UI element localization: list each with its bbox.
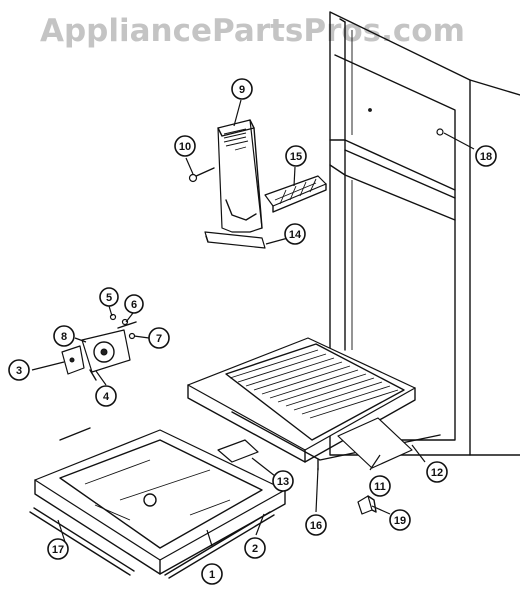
callout-12: 12 bbox=[426, 461, 448, 483]
pad-part-13 bbox=[217, 439, 259, 463]
crisper-cover-part-1 bbox=[34, 429, 286, 575]
svg-text:4: 4 bbox=[103, 391, 110, 403]
callout-5: 5 bbox=[99, 287, 119, 307]
svg-text:15: 15 bbox=[290, 151, 302, 163]
svg-text:12: 12 bbox=[431, 467, 443, 479]
screw-part-10 bbox=[188, 167, 215, 183]
svg-text:11: 11 bbox=[374, 481, 386, 493]
watermark-text: AppliancePartsPros.com bbox=[40, 13, 465, 49]
rail-part-2 bbox=[164, 511, 275, 579]
svg-text:6: 6 bbox=[131, 299, 137, 311]
callout-13: 13 bbox=[272, 470, 294, 492]
callout-17: 17 bbox=[47, 538, 69, 560]
callout-1: 1 bbox=[201, 563, 223, 585]
ice-tray-part-15 bbox=[264, 175, 327, 213]
shelf-panel-part-11 bbox=[337, 417, 413, 469]
callout-11: 11 bbox=[369, 475, 391, 497]
callout-19: 19 bbox=[389, 509, 411, 531]
fan-motor-assembly bbox=[61, 313, 137, 381]
callout-10: 10 bbox=[174, 135, 196, 157]
svg-text:16: 16 bbox=[310, 520, 322, 532]
callout-4: 4 bbox=[95, 385, 117, 407]
callout-18: 18 bbox=[475, 145, 497, 167]
callout-9: 9 bbox=[231, 78, 253, 100]
leader-lines bbox=[31, 99, 475, 547]
svg-text:8: 8 bbox=[61, 331, 67, 343]
callout-2: 2 bbox=[244, 537, 266, 559]
clip-part-19 bbox=[357, 495, 377, 515]
svg-text:3: 3 bbox=[16, 365, 22, 377]
callout-7: 7 bbox=[148, 327, 170, 349]
svg-text:18: 18 bbox=[480, 151, 492, 163]
trim-part-17 bbox=[29, 427, 135, 576]
svg-text:13: 13 bbox=[277, 476, 289, 488]
callout-14: 14 bbox=[284, 223, 306, 245]
svg-text:5: 5 bbox=[106, 292, 112, 304]
evaporator-cover-part-9 bbox=[204, 119, 266, 249]
callout-16: 16 bbox=[305, 514, 327, 536]
svg-text:10: 10 bbox=[179, 141, 191, 153]
svg-text:14: 14 bbox=[289, 229, 302, 241]
svg-text:2: 2 bbox=[252, 543, 258, 555]
callout-15: 15 bbox=[285, 145, 307, 167]
callout-8: 8 bbox=[53, 325, 75, 347]
svg-text:1: 1 bbox=[209, 569, 215, 581]
svg-text:7: 7 bbox=[156, 333, 162, 345]
svg-text:17: 17 bbox=[52, 544, 64, 556]
callouts: 1 2 3 4 5 6 7 8 bbox=[8, 78, 497, 585]
callout-3: 3 bbox=[8, 359, 30, 381]
shelf-assembly bbox=[187, 337, 441, 471]
svg-text:9: 9 bbox=[239, 84, 245, 96]
svg-text:19: 19 bbox=[394, 515, 406, 527]
callout-6: 6 bbox=[124, 294, 144, 314]
refrigerator-cabinet bbox=[329, 11, 520, 456]
